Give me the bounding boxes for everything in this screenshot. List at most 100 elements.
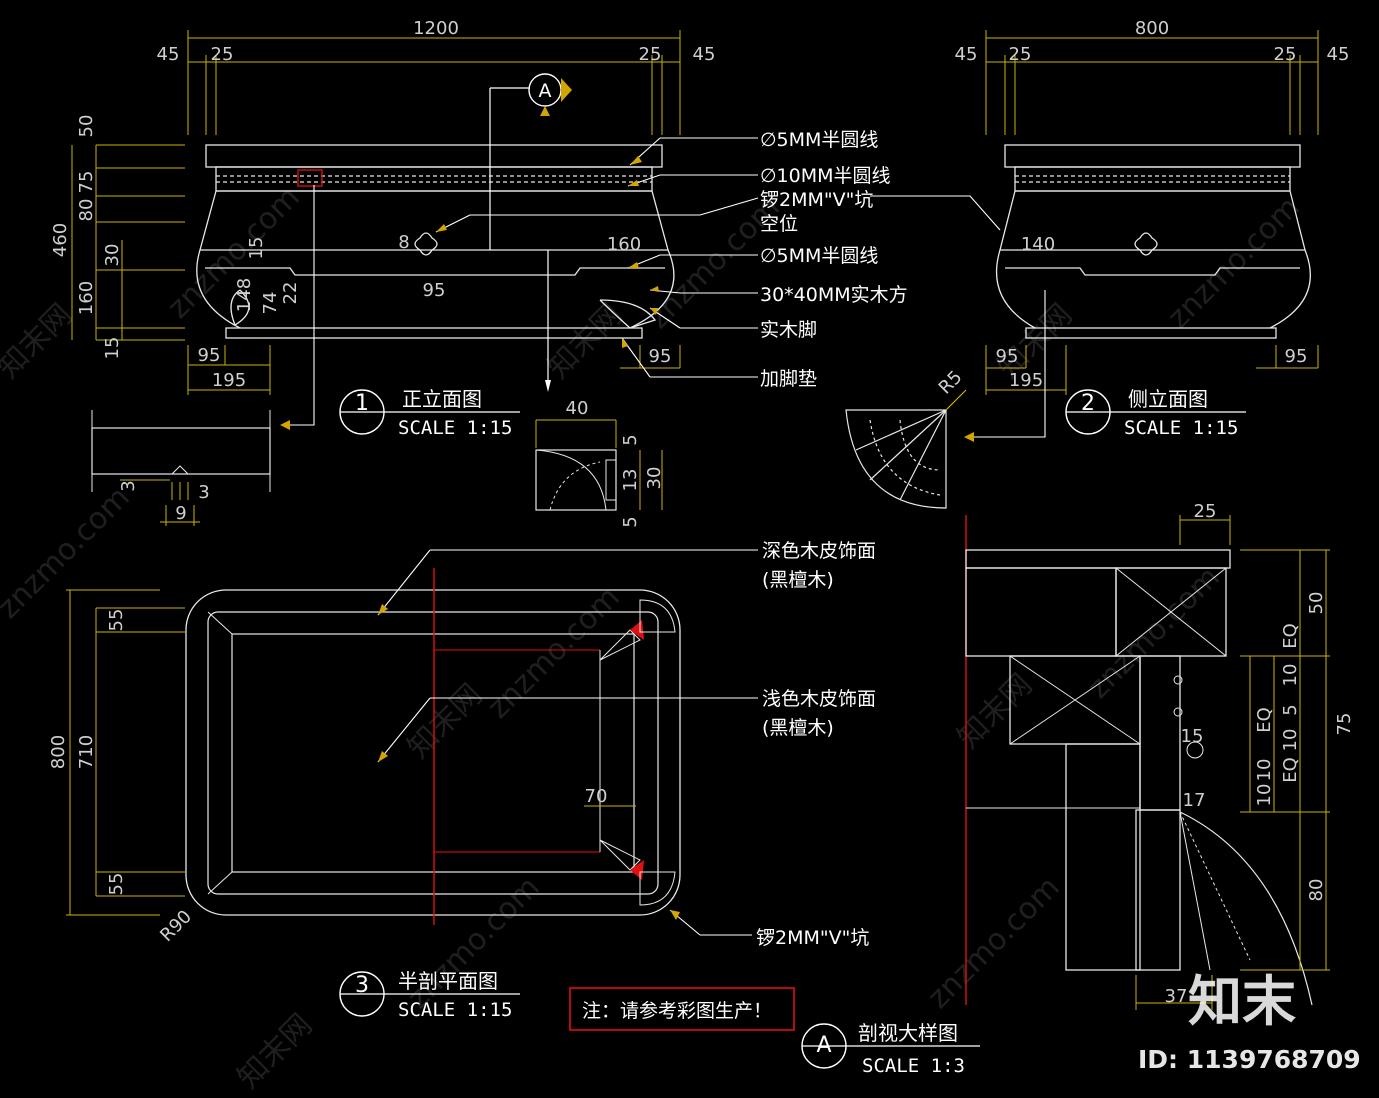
watermark-text: 知末网	[541, 297, 629, 385]
dim-text: 45	[693, 44, 716, 65]
dim-text: 30	[644, 467, 665, 490]
radius-label: R90	[156, 906, 196, 946]
id-watermark: ID: 1139768709	[1138, 1045, 1361, 1074]
dim-text: 95	[1285, 346, 1308, 367]
callout-label: 深色木皮饰面	[762, 540, 876, 562]
view-scale: SCALE 1:15	[398, 417, 512, 439]
profile-detail: 40 5 13 30 5	[535, 398, 665, 528]
dim-text: EQ	[1280, 623, 1301, 649]
dim-text: 10	[1254, 759, 1275, 782]
dim-text: 25	[639, 44, 662, 65]
dim-text: 15	[1181, 726, 1204, 747]
dim-text: 195	[212, 370, 246, 391]
watermark-text: 知末网	[0, 297, 79, 385]
dim-text: 25	[1194, 501, 1217, 522]
plan-callout-leaders	[377, 549, 758, 936]
watermark-text: znzmo.com	[481, 580, 627, 726]
plan-callout-labels: 深色木皮饰面 (黑檀木) 浅色木皮饰面 (黑檀木) 锣2MM"V"坑	[756, 540, 876, 949]
view-scale: SCALE 1:15	[1124, 417, 1238, 439]
dim-text: 5	[620, 516, 641, 527]
dim-text: EQ	[1280, 757, 1301, 783]
dim-text: 25	[211, 44, 234, 65]
dim-text: 160	[76, 281, 97, 315]
callout-label: (黑檀木)	[762, 717, 834, 739]
dim-text: 15	[246, 237, 267, 260]
dim-text: 8	[398, 232, 409, 253]
dim-text: 50	[76, 115, 97, 138]
dim-text: 1200	[413, 18, 459, 39]
callout-label: 实木脚	[760, 319, 817, 341]
view-title-2: 2 侧立面图 SCALE 1:15	[1065, 387, 1246, 439]
view-title-3: 3 半剖平面图 SCALE 1:15	[339, 969, 520, 1021]
brand-watermark: 知末	[1188, 970, 1296, 1033]
callout-label: ∅5MM半圆线	[760, 245, 878, 267]
dim-text: 160	[607, 234, 641, 255]
note-text: 注：请参考彩图生产！	[582, 1000, 772, 1022]
side-leader	[870, 195, 1001, 231]
dim-text: 95	[996, 346, 1019, 367]
callout-labels: ∅5MM半圆线 ∅10MM半圆线 锣2MM"V"坑 空位 ∅5MM半圆线 30*…	[760, 129, 908, 390]
side-view-dims: 800 45 25 25 45 140 95 195 95	[955, 18, 1350, 391]
dim-text: 25	[1274, 44, 1297, 65]
callout-label: (黑檀木)	[762, 569, 834, 591]
dim-text: 75	[1334, 713, 1355, 736]
dim-text: 55	[106, 609, 127, 632]
view-title: 正立面图	[402, 387, 482, 411]
dim-text: 74	[260, 292, 281, 315]
dim-text: 3	[198, 482, 209, 503]
detail-leader	[286, 185, 315, 426]
dim-text: 40	[566, 398, 589, 419]
dim-text: 9	[175, 503, 186, 524]
side-view	[985, 30, 1319, 395]
front-view-accents	[297, 73, 572, 392]
dim-text: 25	[1009, 44, 1032, 65]
watermark-text: znzmo.com	[1161, 190, 1307, 336]
dim-text: 140	[1021, 234, 1055, 255]
callout-label: 锣2MM"V"坑	[756, 927, 869, 949]
dim-text: 5	[620, 434, 641, 445]
dim-text: 5	[1280, 704, 1301, 715]
groove-detail: 3 3 9	[91, 410, 271, 526]
dim-text: 95	[423, 280, 446, 301]
dim-text: 800	[1135, 18, 1169, 39]
front-view	[71, 30, 681, 395]
watermark-text: 知末网	[401, 677, 489, 765]
watermark-text: znzmo.com	[1081, 560, 1227, 706]
callout-label: 锣2MM"V"坑	[760, 189, 873, 211]
dim-text: 75	[76, 171, 97, 194]
watermark-text: 知末网	[951, 667, 1039, 755]
dim-text: 70	[585, 786, 608, 807]
plan-callout-arrowheads	[378, 604, 680, 920]
view-number: 1	[355, 391, 369, 416]
callout-label: 空位	[760, 213, 798, 235]
front-view-body	[196, 144, 675, 339]
dim-text: 15	[102, 337, 123, 360]
view-title: 半剖平面图	[398, 969, 498, 993]
dim-text: 17	[1183, 790, 1206, 811]
dim-text: 80	[76, 199, 97, 222]
section-detail-dims: 25 50 EQ 10 5 10 EQ EQ 10 10 75 80 15 17…	[1165, 501, 1355, 1007]
side-leader	[972, 290, 1046, 438]
dim-text: 80	[1306, 879, 1327, 902]
detail-arrowhead	[280, 420, 290, 430]
dim-text: 710	[76, 735, 97, 769]
view-number: A	[816, 1033, 831, 1058]
view-scale: SCALE 1:15	[398, 999, 512, 1021]
callout-label: ∅5MM半圆线	[760, 129, 878, 151]
dim-text: 195	[1009, 370, 1043, 391]
dim-text: 800	[48, 735, 69, 769]
dim-text: 10	[1280, 664, 1301, 687]
callout-label: 30*40MM实木方	[760, 284, 908, 306]
view-title: 侧立面图	[1128, 387, 1208, 411]
r5-detail	[845, 389, 967, 509]
dim-text: 45	[1327, 44, 1350, 65]
dim-text: 45	[157, 44, 180, 65]
view-scale: SCALE 1:3	[862, 1055, 965, 1077]
dim-text: 10	[1254, 784, 1275, 807]
dim-text: EQ	[1254, 707, 1275, 733]
dim-text: 3	[118, 480, 139, 491]
view-title: 剖视大样图	[858, 1021, 958, 1045]
callout-label: 浅色木皮饰面	[762, 688, 876, 710]
